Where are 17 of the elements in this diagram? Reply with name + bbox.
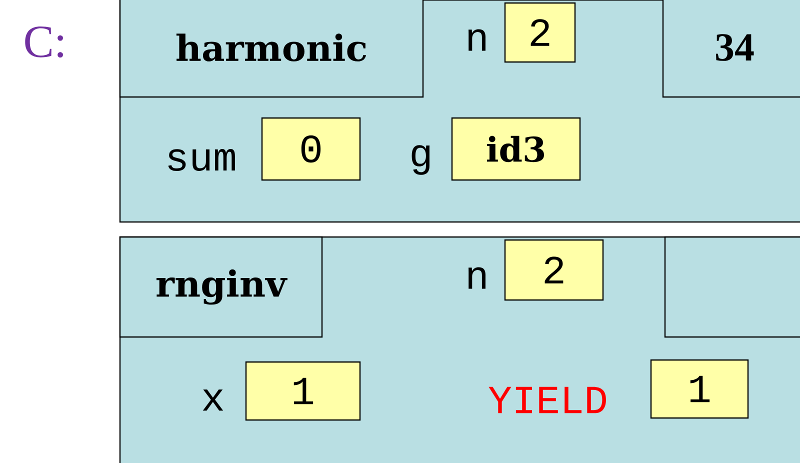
value-box: id3 — [451, 117, 581, 181]
variable-name: x — [202, 389, 224, 411]
variable-name: sum — [168, 149, 235, 171]
variable-name: g — [412, 145, 430, 175]
value-box: 2 — [504, 239, 604, 301]
function-name-box: harmonic — [119, 0, 424, 98]
frame-label: C: — [25, 26, 63, 58]
line-number-box — [664, 236, 800, 338]
value-box: 1 — [650, 359, 749, 419]
variable-name: n — [468, 29, 486, 51]
function-name-box: rnginv — [119, 236, 323, 338]
variable-name: n — [468, 267, 486, 289]
variable-name: YIELD — [488, 386, 606, 414]
line-number-box: 34 — [662, 0, 800, 98]
value-box: 0 — [261, 117, 361, 181]
value-box: 2 — [504, 2, 576, 63]
value-box: 1 — [245, 361, 361, 421]
